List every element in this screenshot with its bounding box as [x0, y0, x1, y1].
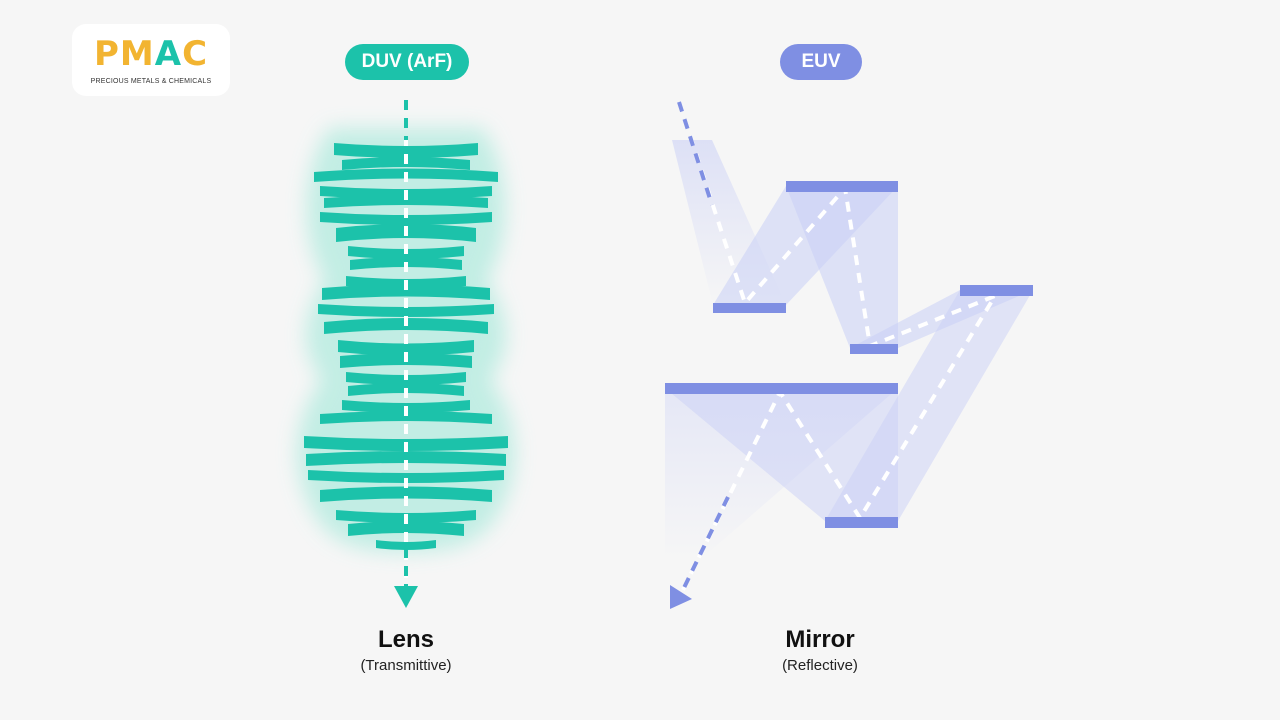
euv-caption-sub: (Reflective): [782, 657, 858, 674]
euv-ray-exit: [678, 496, 730, 597]
duv-lens-stack: [297, 100, 515, 608]
duv-lens-element: [324, 195, 488, 208]
duv-lens-element: [320, 212, 492, 225]
duv-lens-element: [306, 451, 506, 466]
duv-lens-element: [322, 284, 490, 300]
euv-arrow-head: [670, 585, 692, 609]
euv-mirror-1: [713, 303, 786, 313]
euv-label-pill: EUV: [780, 44, 862, 80]
euv-mirror-6: [825, 517, 898, 528]
duv-lens-element: [348, 521, 464, 536]
euv-mirror-5: [665, 383, 898, 394]
duv-lens-element: [318, 304, 494, 317]
duv-caption-sub: (Transmittive): [360, 657, 452, 674]
logo-letter-c: C: [182, 34, 209, 74]
duv-lens-element: [334, 143, 478, 158]
duv-lens-element: [308, 470, 504, 483]
euv-mirror-4: [960, 285, 1033, 296]
logo-letter-p: P: [93, 34, 120, 74]
duv-lens-element: [320, 486, 492, 502]
euv-ray-entry: [677, 101, 714, 206]
duv-lens-element: [320, 411, 492, 424]
euv-mirror-path: [665, 101, 1033, 609]
euv-mirror-2: [786, 181, 898, 192]
euv-ray-dashed: [676, 101, 1000, 601]
logo-mark: PMAC: [72, 34, 230, 74]
euv-mirror-3: [850, 344, 898, 354]
pmac-logo: PMAC PRECIOUS METALS & CHEMICALS: [72, 24, 230, 96]
logo-letter-m: M: [119, 34, 155, 74]
duv-lens-element: [376, 540, 436, 550]
euv-beam-outgoing: [665, 388, 898, 560]
duv-caption-title: Lens: [377, 626, 434, 653]
duv-arrow-head: [394, 586, 418, 608]
euv-caption-title: Mirror: [785, 626, 855, 653]
logo-letter-a: A: [154, 34, 183, 74]
duv-label-pill: DUV (ArF): [345, 44, 469, 80]
duv-lens-element: [338, 340, 474, 356]
duv-lenses: [304, 143, 508, 550]
logo-subtitle: PRECIOUS METALS & CHEMICALS: [90, 78, 212, 85]
